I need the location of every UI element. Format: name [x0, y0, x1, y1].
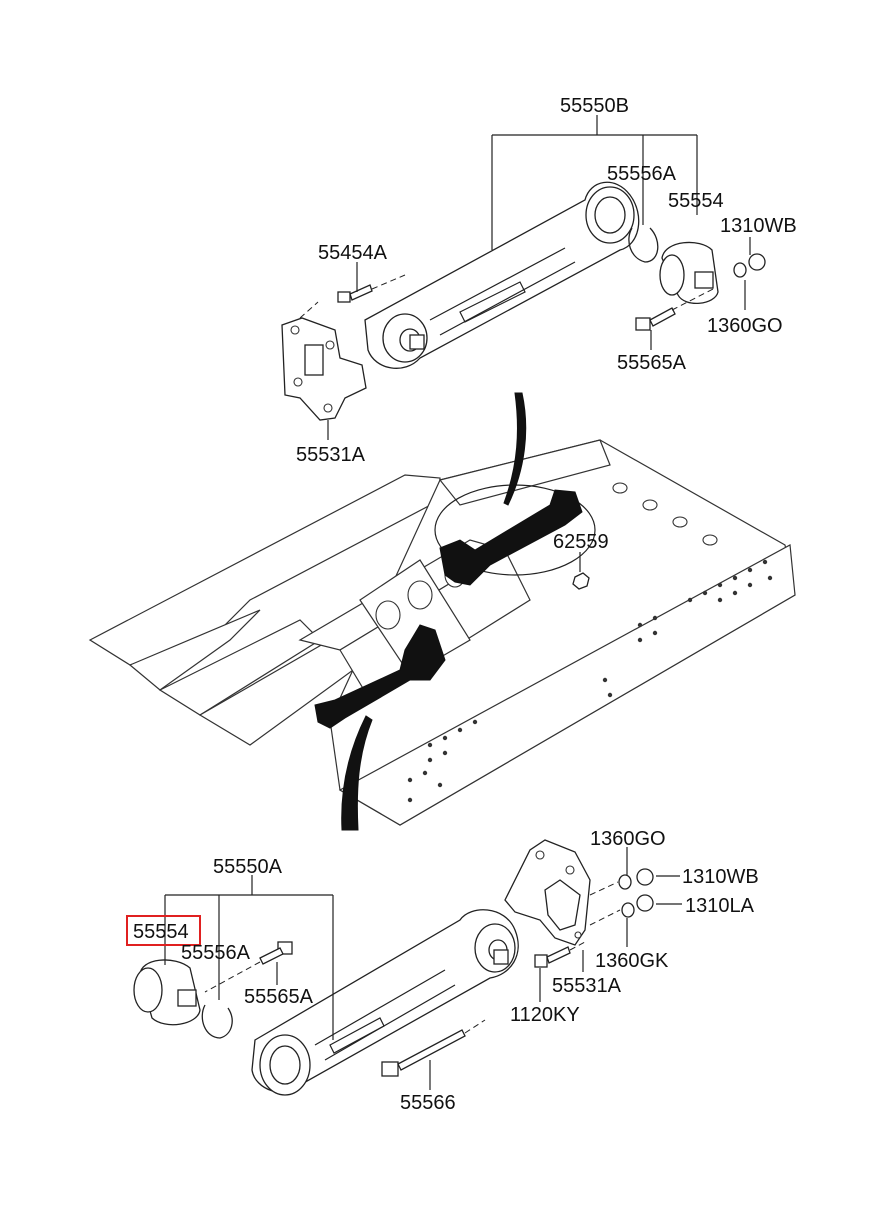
label-55550A: 55550A — [213, 856, 283, 878]
leader-arc-upper — [503, 392, 527, 506]
label-1310WB-lower: 1310WB — [682, 866, 759, 888]
highlight-box — [126, 915, 201, 946]
lower-leader-lines — [164, 847, 682, 1090]
rivet-pattern — [407, 559, 773, 803]
labels: 55550B 55556A 55554 1310WB 55454A 1360GO… — [133, 95, 797, 1114]
label-1360GO-lower: 1360GO — [590, 828, 666, 850]
label-55554-lower: 55554 — [133, 921, 189, 943]
label-55531A-lower: 55531A — [552, 975, 622, 997]
label-1310WB-upper: 1310WB — [720, 215, 797, 237]
label-1310LA: 1310LA — [685, 895, 755, 917]
label-55565A-upper: 55565A — [617, 352, 687, 374]
upper-leader-lines — [327, 115, 751, 440]
label-55565A-lower: 55565A — [244, 986, 314, 1008]
leader-arc-lower — [341, 715, 373, 831]
installed-arm-upper — [439, 489, 583, 586]
nut-62559 — [572, 552, 590, 590]
label-55556A-upper: 55556A — [607, 163, 677, 185]
label-55454A: 55454A — [318, 242, 388, 264]
label-55556A-lower: 55556A — [181, 942, 251, 964]
chassis-frame — [88, 439, 796, 826]
lower-arm-assembly — [133, 839, 654, 1096]
label-55566: 55566 — [400, 1092, 456, 1114]
installed-arm-lower — [314, 624, 446, 729]
label-1120KY: 1120KY — [510, 1004, 580, 1026]
upper-arm-assembly — [281, 181, 766, 421]
label-1360GK: 1360GK — [595, 950, 669, 972]
label-1360GO-upper: 1360GO — [707, 315, 783, 337]
label-55531A-upper: 55531A — [296, 444, 366, 466]
label-62559: 62559 — [553, 531, 609, 553]
label-55554-upper: 55554 — [668, 190, 724, 212]
label-55550B: 55550B — [560, 95, 629, 117]
